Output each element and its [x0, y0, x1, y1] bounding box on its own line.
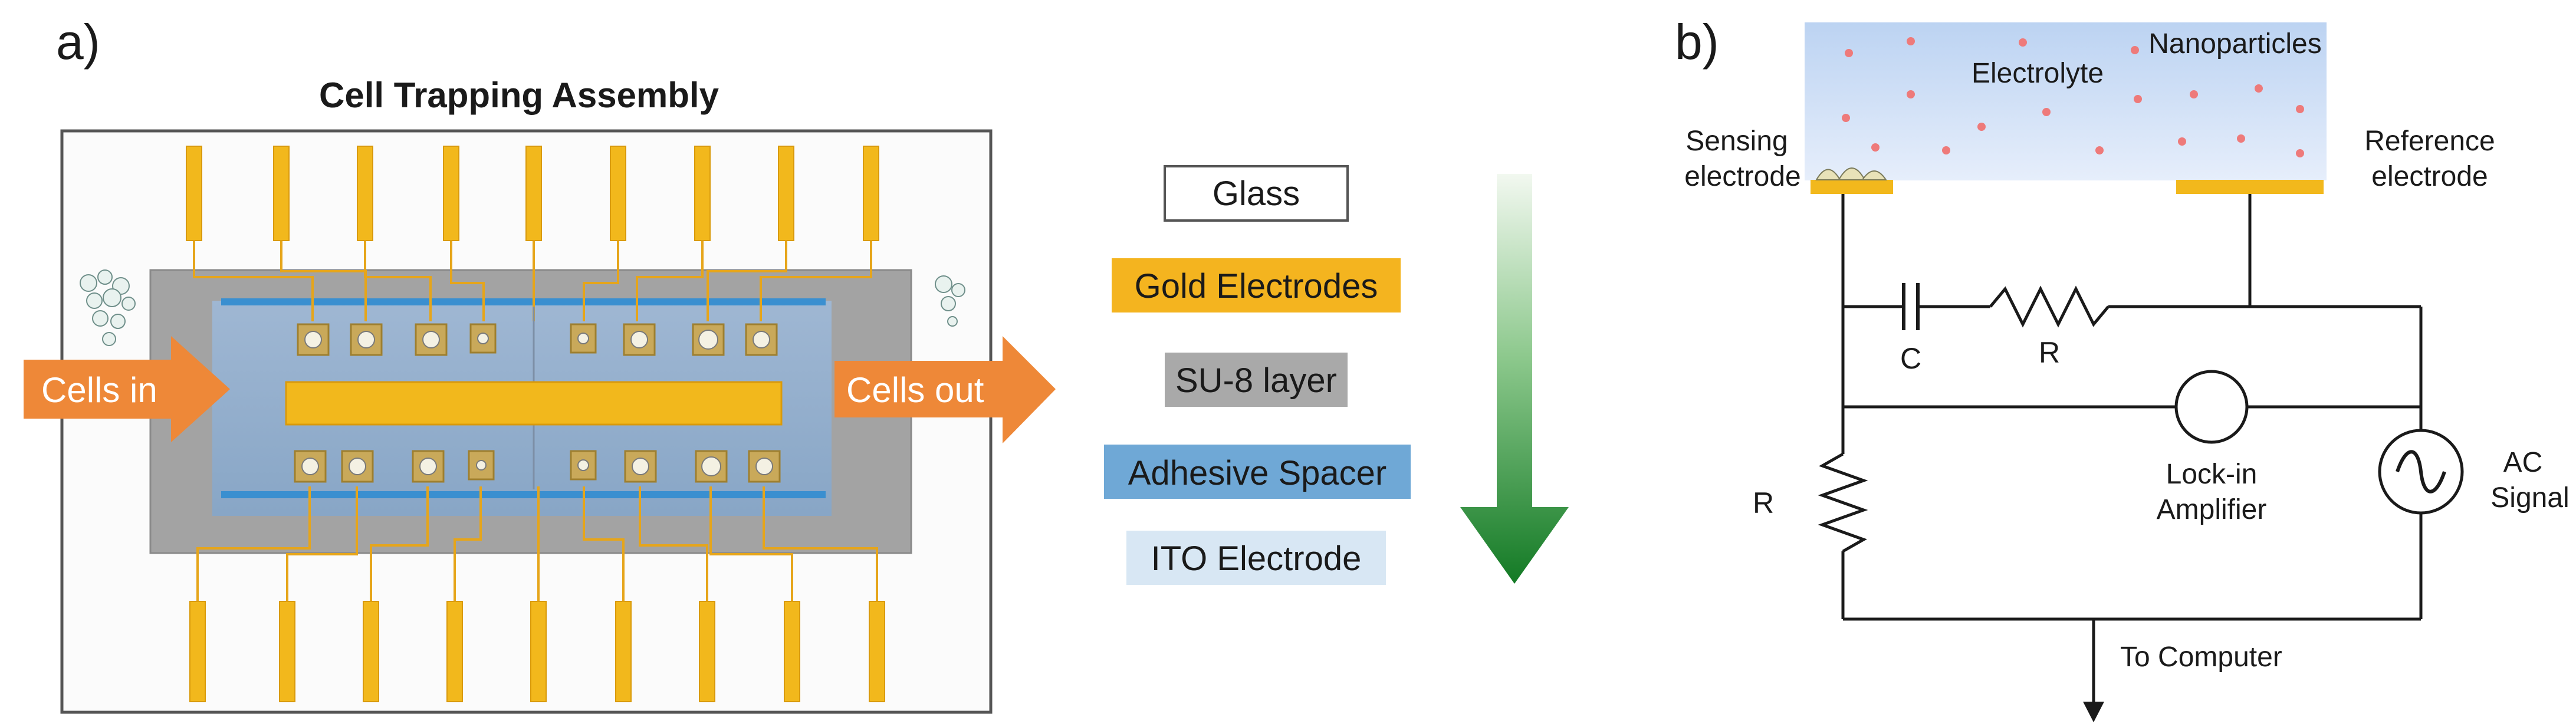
- cells-in-arrow: Cells in: [24, 336, 230, 442]
- reference-electrode: [2176, 180, 2324, 194]
- bottom-trap-pads: [294, 450, 781, 483]
- spacer-strip-top: [221, 298, 826, 305]
- legend-gold-label: Gold Electrodes: [1135, 267, 1378, 305]
- stack-order-arrow: [1460, 174, 1569, 584]
- amplifier-label-line1: Lock-in: [2166, 459, 2258, 490]
- output-label: To Computer: [2120, 642, 2282, 673]
- top-leads: [186, 146, 879, 241]
- central-gold-electrode: [285, 381, 783, 426]
- panel-b-label: b): [1675, 14, 1719, 70]
- capacitor-symbol: [1902, 283, 1920, 330]
- electrolyte-label: Electrolyte: [1972, 58, 2104, 89]
- spacer-strip-bottom: [221, 491, 826, 498]
- layer-legend: Glass Gold Electrodes SU-8 layer Adhesiv…: [1104, 165, 1411, 585]
- source-label-line2: Signal: [2490, 482, 2569, 514]
- panel-a: a) Cell Trapping Assembly: [24, 14, 1569, 714]
- electrolyte-chamber: [1805, 22, 2327, 180]
- cells-out-label: Cells out: [846, 370, 984, 410]
- legend-su8-swatch: [1165, 353, 1348, 407]
- reference-label-line1: Reference: [2364, 126, 2495, 157]
- bottom-traces: [196, 486, 878, 601]
- nanoparticles-label: Nanoparticles: [2148, 28, 2321, 60]
- amplifier-label-line2: Amplifier: [2157, 494, 2267, 525]
- sensing-label-line2: electrode: [1684, 161, 1800, 192]
- output-arrowhead: [2083, 702, 2104, 722]
- circuit-wires: [1818, 194, 2423, 708]
- sensing-electrode: [1811, 180, 1893, 194]
- sine-wave-icon: [2396, 450, 2446, 494]
- legend-ito-swatch: [1126, 531, 1386, 585]
- legend-glass-label: Glass: [1213, 175, 1300, 213]
- nanoparticles: [1842, 37, 2304, 157]
- legend-spacer-label: Adhesive Spacer: [1128, 454, 1386, 492]
- sensing-cells: [1815, 167, 1887, 180]
- legend-ito-label: ITO Electrode: [1151, 540, 1362, 578]
- legend-su8-label: SU-8 layer: [1175, 361, 1337, 400]
- cells-out-arrow: Cells out: [834, 336, 1056, 443]
- trapped-cells: [301, 330, 773, 476]
- assembly-title: Cell Trapping Assembly: [319, 75, 719, 115]
- inlet-cell-cluster: [80, 269, 136, 346]
- panel-b: b) Electrolyte Nanoparticles Sensing ele…: [1675, 14, 2570, 722]
- cells-in-label: Cells in: [41, 370, 157, 410]
- legend-gold-swatch: [1112, 258, 1401, 312]
- sensing-label-line1: Sensing: [1685, 126, 1788, 157]
- top-traces: [193, 241, 872, 321]
- panel-a-label: a): [56, 14, 100, 70]
- legend-spacer-swatch: [1104, 445, 1411, 499]
- reference-label-line2: electrode: [2371, 161, 2488, 192]
- resistor-left-label: R: [1753, 486, 1774, 519]
- capacitor-label: C: [1900, 342, 1921, 375]
- outlet-cell-cluster: [935, 275, 965, 327]
- source-label-line1: AC: [2503, 447, 2543, 478]
- legend-glass-swatch: [1164, 165, 1349, 222]
- resistor-top-label: R: [2039, 336, 2060, 369]
- lock-in-amplifier-symbol: [2174, 370, 2249, 444]
